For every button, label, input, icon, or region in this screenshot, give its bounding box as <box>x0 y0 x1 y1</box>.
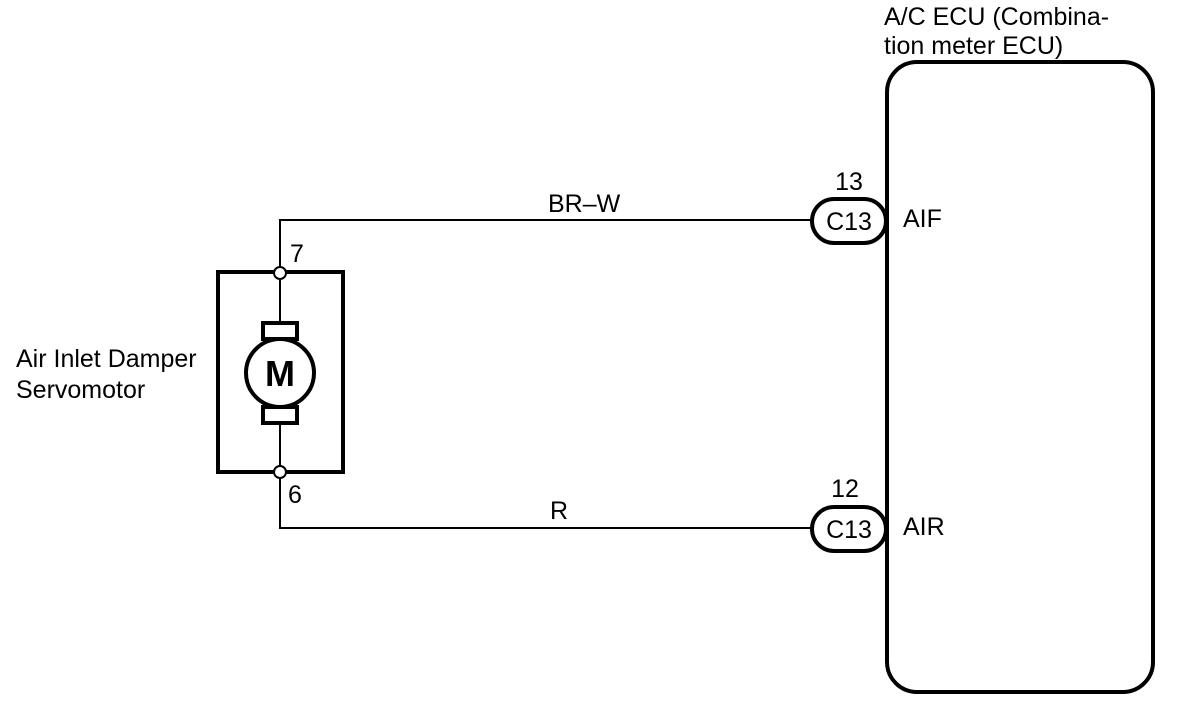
ecu-terminal-aif: AIF <box>903 205 942 233</box>
servomotor-block: Air Inlet Damper Servomotor M 7 6 <box>16 240 345 509</box>
connector-c13-upper <box>810 197 888 245</box>
wire-brw: BR–W C13 13 AIF <box>279 168 942 267</box>
connector-c13-lower-label: C13 <box>826 516 872 544</box>
servomotor-label-line2: Servomotor <box>16 376 145 404</box>
ecu-block: A/C ECU (Combina- tion meter ECU) <box>884 3 1155 694</box>
motor-brush-bottom <box>261 405 299 425</box>
connector-c13-upper-label: C13 <box>826 208 872 236</box>
wire-brw-line <box>279 219 812 267</box>
connector-pin-13-label: 13 <box>835 168 863 196</box>
wire-r: R C13 12 AIR <box>279 475 945 553</box>
connector-c13-lower <box>810 505 888 553</box>
ecu-title-line2: tion meter ECU) <box>884 32 1063 60</box>
motor-brush-top <box>261 321 299 341</box>
pin-6-label: 6 <box>288 481 302 509</box>
ecu-title-line1: A/C ECU (Combina- <box>884 3 1109 31</box>
ecu-terminal-air: AIR <box>903 513 945 541</box>
motor-symbol: M <box>265 353 295 394</box>
wire-r-color-label: R <box>550 497 568 525</box>
connector-pin-12-label: 12 <box>831 475 859 503</box>
wire-r-line <box>279 478 812 529</box>
ecu-box <box>885 60 1155 694</box>
pin-7-label: 7 <box>290 240 304 268</box>
pin-6-terminal-icon <box>273 465 287 479</box>
pin-7-terminal-icon <box>273 266 287 280</box>
motor-icon <box>244 337 316 409</box>
servomotor-label-line1: Air Inlet Damper <box>16 345 197 373</box>
wire-brw-color-label: BR–W <box>548 190 621 218</box>
